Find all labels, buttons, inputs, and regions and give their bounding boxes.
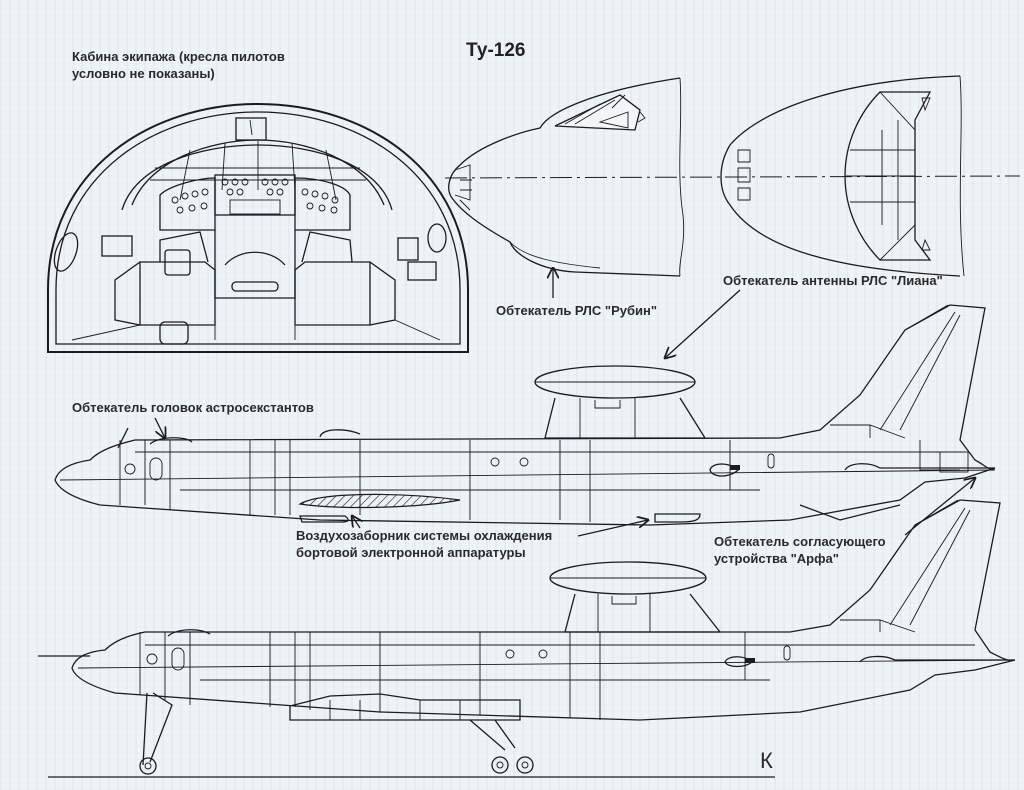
page-title: Ту-126 (466, 40, 526, 61)
label-cooling-intake-line1: Воздухозаборник системы охлаждения (296, 528, 553, 543)
leader-arrows (117, 268, 975, 537)
aircraft-side-view-lower (38, 499, 1016, 778)
label-liana-radome: Обтекатель антенны РЛС "Лиана" (723, 273, 943, 288)
label-arfa-fairing-line2: устройства "Арфа" (714, 551, 839, 566)
nose-side-view (444, 77, 1021, 277)
aircraft-side-view-upper (54, 304, 996, 526)
label-cockpit-line2: условно не показаны) (72, 66, 215, 81)
nose-top-view (720, 75, 965, 277)
corner-mark: К (760, 748, 773, 773)
label-rubin-radome: Обтекатель РЛС "Рубин" (496, 303, 658, 318)
label-arfa-fairing-line1: Обтекатель согласующего (714, 534, 886, 549)
cockpit-interior-view (47, 102, 469, 353)
label-cooling-intake-line2: бортовой электронной аппаратуры (296, 545, 526, 560)
label-cockpit-line1: Кабина экипажа (кресла пилотов (72, 49, 285, 64)
label-astro-sextant-fairing: Обтекатель головок астросекстантов (72, 400, 314, 415)
